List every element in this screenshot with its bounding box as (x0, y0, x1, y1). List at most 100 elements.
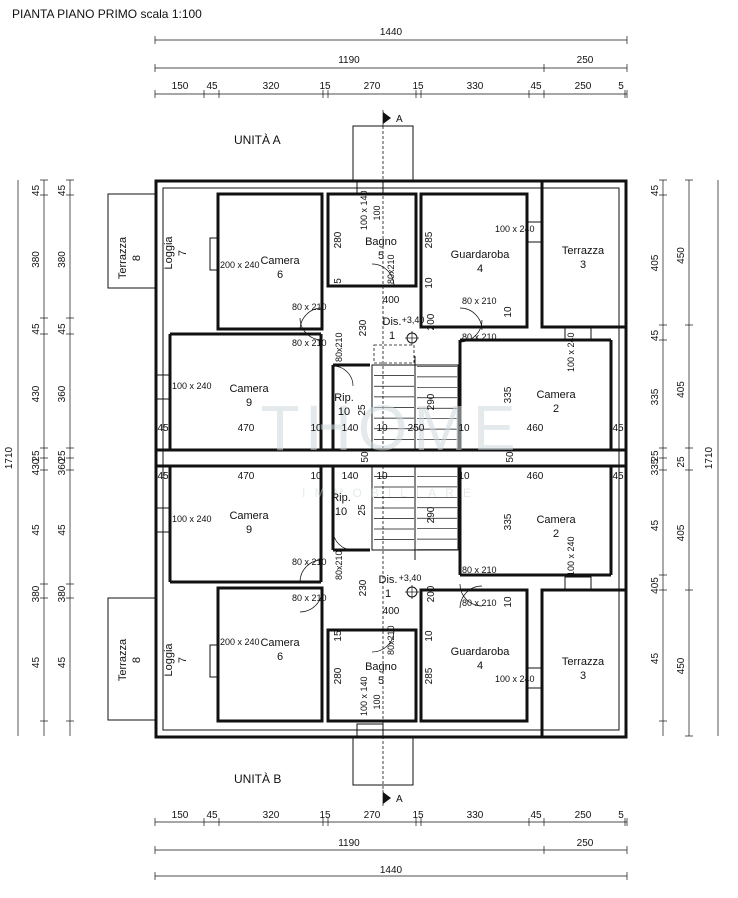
svg-text:100 x 240: 100 x 240 (566, 536, 576, 576)
svg-text:80 x 210: 80 x 210 (462, 332, 497, 342)
left-outer-dim-1: 380 (31, 251, 42, 268)
terrazza-8-b-outline (107, 597, 157, 721)
seg-2-top: 45 (206, 81, 218, 92)
seg-3-top: 320 (263, 81, 280, 92)
svg-text:100 x 240: 100 x 240 (566, 332, 576, 372)
svg-text:4: 4 (477, 263, 483, 275)
svg-text:5: 5 (333, 278, 344, 284)
svg-text:290: 290 (426, 393, 437, 410)
svg-text:460: 460 (527, 423, 544, 434)
svg-text:100: 100 (372, 205, 382, 220)
svg-text:8: 8 (131, 255, 143, 261)
seg-10-top: 5 (618, 81, 624, 92)
room-a-camera-6: Camera (260, 255, 300, 267)
svg-text:470: 470 (238, 471, 255, 482)
room-a-camera-9: Camera (229, 383, 269, 395)
svg-text:80x210: 80x210 (334, 550, 344, 580)
svg-text:10: 10 (335, 506, 347, 518)
svg-text:80 x 210: 80 x 210 (462, 598, 497, 608)
seg-6-top: 15 (412, 81, 424, 92)
svg-text:10: 10 (458, 471, 470, 482)
svg-text:A: A (396, 794, 403, 805)
svg-text:5: 5 (378, 250, 384, 262)
room-b-loggia-7: Loggia (163, 643, 175, 677)
svg-text:25: 25 (357, 504, 368, 516)
svg-text:1: 1 (385, 588, 391, 600)
seg-5-top: 270 (364, 81, 381, 92)
right-inner-dim-6: 45 (650, 520, 661, 532)
svg-text:80 x 210: 80 x 210 (292, 338, 327, 348)
left-outer-dim-8: 45 (31, 657, 42, 669)
left-outer-dim-5: 430 (31, 458, 42, 475)
svg-text:2: 2 (553, 403, 559, 415)
room-a-dis-1: Dis. (383, 316, 402, 328)
dim-sub-right-bottom: 250 (577, 838, 594, 849)
svg-text:5: 5 (378, 675, 384, 687)
svg-text:10: 10 (310, 471, 322, 482)
svg-text:10: 10 (338, 406, 350, 418)
dim-overall-top: 1440 (380, 27, 403, 38)
svg-text:2: 2 (553, 528, 559, 540)
svg-text:80x210: 80x210 (386, 254, 396, 284)
room-b-guardaroba-4: Guardaroba (451, 646, 511, 658)
seg-7-top: 330 (467, 81, 484, 92)
seg-7-bottom: 330 (467, 810, 484, 821)
left-outer-dim-7: 380 (31, 585, 42, 602)
svg-text:45: 45 (612, 471, 624, 482)
right-inner-dim-2: 45 (650, 330, 661, 342)
svg-text:10: 10 (458, 423, 470, 434)
room-b-bagno-5: Bagno (365, 661, 397, 673)
dim-sub-right-top: 250 (577, 55, 594, 66)
svg-text:100 x 240: 100 x 240 (495, 224, 535, 234)
seg-2-bottom: 45 (206, 810, 218, 821)
left-inner-dim-3: 360 (57, 385, 68, 402)
seg-9-top: 250 (575, 81, 592, 92)
svg-text:460: 460 (527, 471, 544, 482)
svg-text:230: 230 (358, 319, 369, 336)
left-outer-dim-3: 430 (31, 385, 42, 402)
rooms-unit-b: Terrazza 8 Loggia 7 Camera 6 Bagno 5 Gua… (117, 492, 605, 687)
inner-dimensions: 45 470 10 140 10 250 10 460 45 45 470 10… (157, 205, 624, 709)
seg-8-top: 45 (530, 81, 542, 92)
svg-text:80x210: 80x210 (386, 625, 396, 655)
seg-3-bottom: 320 (263, 810, 280, 821)
seg-4-top: 15 (319, 81, 331, 92)
room-b-terrazza-3: Terrazza (562, 656, 605, 668)
svg-text:290: 290 (426, 506, 437, 523)
left-inner-dim-4: 25 (57, 450, 68, 462)
svg-text:10: 10 (310, 423, 322, 434)
staircase-a (371, 344, 459, 451)
svg-text:45: 45 (612, 423, 624, 434)
right-total: 1710 (704, 446, 715, 469)
svg-text:80x210: 80x210 (334, 332, 344, 362)
room-a-terrazza-8: Terrazza (117, 236, 129, 279)
room-a-bagno-5: Bagno (365, 236, 397, 248)
windows (156, 180, 592, 737)
room-b-camera-2: Camera (536, 514, 576, 526)
right-inner-dim-7: 405 (650, 577, 661, 594)
dim-overall-bottom: 1440 (380, 865, 403, 876)
top-dimensions: 1440 1190 250 150 45 320 15 270 15 330 4… (154, 27, 628, 98)
svg-text:80 x 210: 80 x 210 (462, 565, 497, 575)
seg-8-bottom: 45 (530, 810, 542, 821)
svg-text:THOME: THOME (260, 392, 521, 464)
seg-10-bottom: 5 (618, 810, 624, 821)
room-a-loggia-7: Loggia (163, 236, 175, 270)
seg-1-top: 150 (172, 81, 189, 92)
section-mark-bottom: A (382, 466, 403, 806)
svg-text:10: 10 (424, 630, 435, 642)
svg-text:100 x 240: 100 x 240 (172, 514, 212, 524)
left-outer-dim-4: 25 (31, 450, 42, 462)
room-b-terrazza-8: Terrazza (117, 638, 129, 681)
right-inner-dim-5: 335 (650, 458, 661, 475)
level-marker-a (405, 331, 419, 345)
left-inner-dim-1: 380 (57, 251, 68, 268)
svg-text:280: 280 (333, 667, 344, 684)
svg-text:6: 6 (277, 269, 283, 281)
right-outer-dim-1: 405 (676, 381, 687, 398)
svg-text:50: 50 (360, 451, 371, 463)
left-inner-dim-6: 45 (57, 524, 68, 536)
left-outer-dim-2: 45 (31, 323, 42, 335)
svg-text:200 x 240: 200 x 240 (220, 260, 260, 270)
svg-text:4: 4 (477, 660, 483, 672)
